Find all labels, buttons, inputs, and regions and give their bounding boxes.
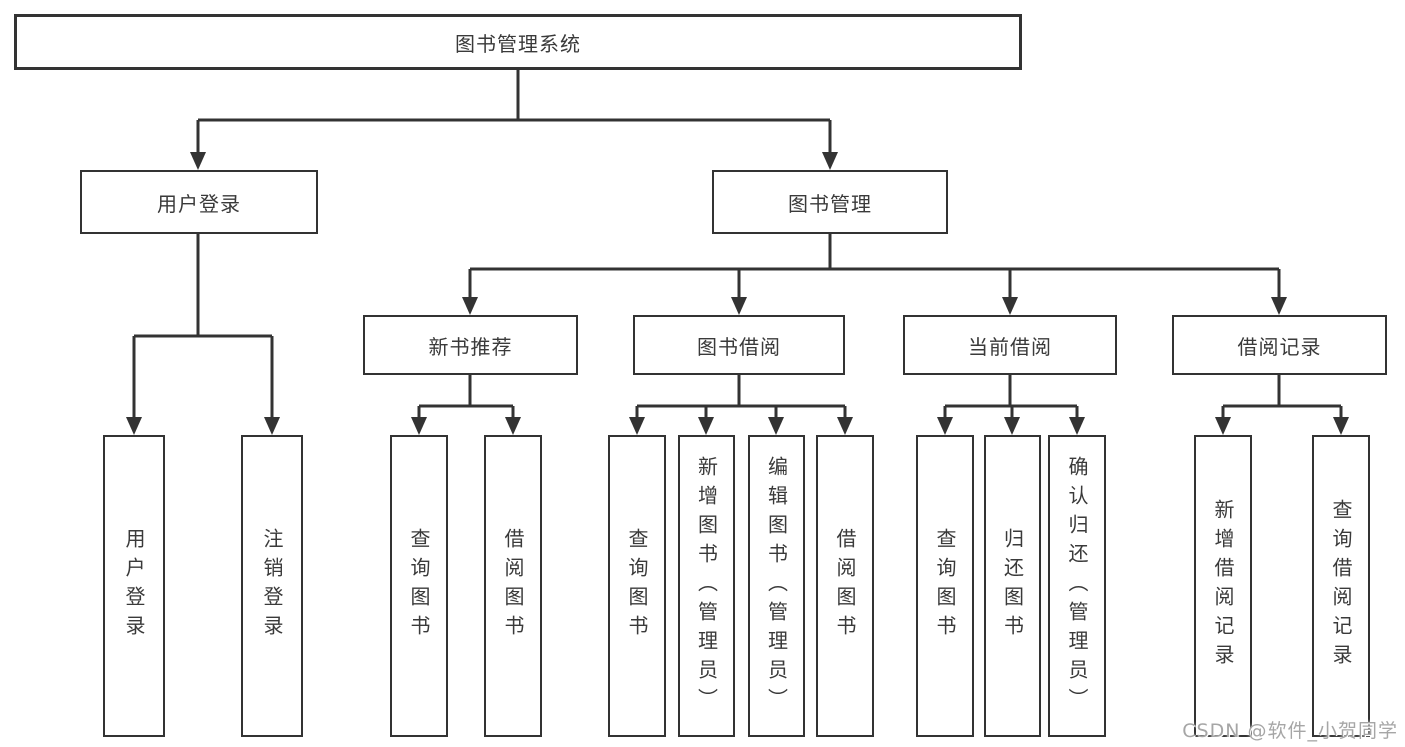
edge-root-to-level2 [190, 70, 838, 170]
leaf-records-add-label: 新增借阅记录 [1211, 499, 1235, 673]
leaf-current-confirm: 确认归还（管理员） [1048, 435, 1106, 737]
leaf-user-login: 用户登录 [103, 435, 165, 737]
leaf-current-query-label: 查询图书 [933, 528, 957, 644]
edge-book-mgmt-to-level3 [462, 234, 1287, 315]
node-current-borrow: 当前借阅 [903, 315, 1117, 375]
leaf-records-add: 新增借阅记录 [1194, 435, 1252, 737]
node-user-login: 用户登录 [80, 170, 318, 234]
node-borrow-records-label: 借阅记录 [1237, 334, 1322, 359]
node-borrow-records: 借阅记录 [1172, 315, 1387, 375]
watermark: CSDN @软件_小贺同学 [1182, 720, 1398, 742]
leaf-newbooks-borrow-label: 借阅图书 [501, 528, 525, 644]
leaf-logout: 注销登录 [241, 435, 303, 737]
node-new-books: 新书推荐 [363, 315, 578, 375]
leaf-borrow-edit-label: 编辑图书（管理员） [764, 455, 789, 717]
leaf-newbooks-query: 查询图书 [390, 435, 448, 737]
edge-book-borrow-to-leaves [629, 375, 853, 435]
leaf-borrow-add-label: 新增图书（管理员） [694, 455, 719, 717]
leaf-current-return: 归还图书 [984, 435, 1041, 737]
leaf-borrow-edit: 编辑图书（管理员） [748, 435, 805, 737]
edge-current-borrow-to-leaves [937, 375, 1085, 435]
leaf-borrow-query-label: 查询图书 [625, 528, 649, 644]
node-root-label: 图书管理系统 [455, 31, 581, 56]
leaf-newbooks-borrow: 借阅图书 [484, 435, 542, 737]
node-book-borrow-label: 图书借阅 [697, 334, 781, 359]
node-root: 图书管理系统 [14, 14, 1022, 70]
edge-new-books-to-leaves [411, 375, 521, 435]
leaf-user-login-label: 用户登录 [122, 528, 146, 644]
node-book-mgmt: 图书管理 [712, 170, 948, 234]
leaf-current-return-label: 归还图书 [1000, 528, 1025, 644]
leaf-newbooks-query-label: 查询图书 [407, 528, 431, 644]
node-book-borrow: 图书借阅 [633, 315, 845, 375]
edge-borrow-records-to-leaves [1215, 375, 1349, 435]
node-new-books-label: 新书推荐 [428, 334, 513, 359]
leaf-borrow-query: 查询图书 [608, 435, 666, 737]
node-current-borrow-label: 当前借阅 [968, 334, 1052, 359]
leaf-records-query: 查询借阅记录 [1312, 435, 1370, 737]
leaf-borrow-borrow: 借阅图书 [816, 435, 874, 737]
node-user-login-label: 用户登录 [157, 191, 241, 216]
edge-user-login-to-leaves [126, 234, 280, 435]
leaf-current-query: 查询图书 [916, 435, 974, 737]
node-book-mgmt-label: 图书管理 [788, 191, 872, 216]
leaf-borrow-borrow-label: 借阅图书 [833, 528, 857, 644]
leaf-logout-label: 注销登录 [260, 528, 284, 644]
leaf-current-confirm-label: 确认归还（管理员） [1065, 455, 1089, 717]
leaf-records-query-label: 查询借阅记录 [1329, 499, 1353, 673]
leaf-borrow-add: 新增图书（管理员） [678, 435, 735, 737]
